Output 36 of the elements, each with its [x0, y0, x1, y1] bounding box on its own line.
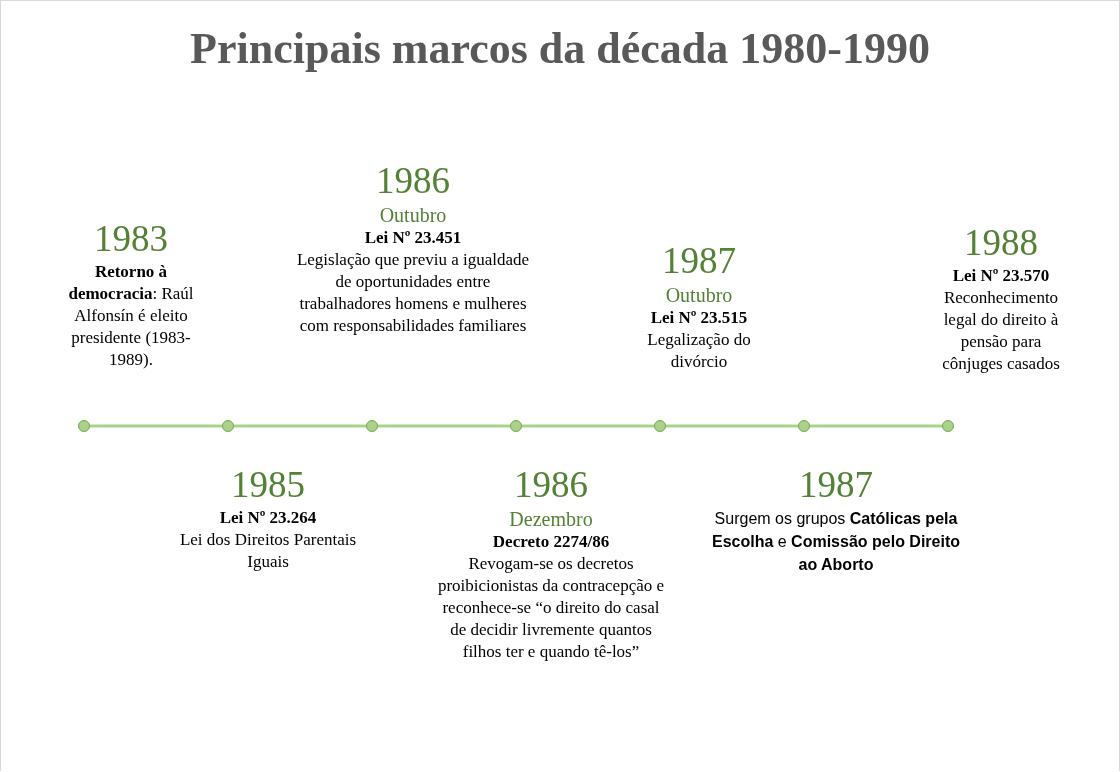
title: Principais marcos da década 1980-1990 — [189, 23, 931, 74]
event-description: Legislação que previu a igualdade de oportunidades entre trabalhadores homens e mulheres com responsabilidades familiares — [295, 249, 531, 337]
timeline-line — [810, 424, 942, 428]
year-label: 1987 — [798, 463, 874, 507]
event-description: Legalização do divórcio — [646, 329, 752, 373]
month-label: Outubro — [664, 283, 734, 307]
year-label: 1987 — [661, 239, 737, 283]
event-description: Lei dos Direitos Parentais Iguais — [178, 529, 358, 573]
timeline-dot — [366, 420, 378, 432]
timeline-line — [666, 424, 798, 428]
law-title: Lei Nº 23.264 — [218, 507, 318, 529]
timeline-dot — [942, 420, 954, 432]
law-title: Decreto 2274/86 — [491, 531, 611, 553]
month-label: Dezembro — [508, 507, 594, 531]
event-description: Reconhecimento legal do direito à pensão para cônjuges casados — [941, 287, 1061, 375]
year-label: 1983 — [93, 217, 169, 261]
timeline-line — [90, 424, 222, 428]
timeline-dot — [798, 420, 810, 432]
timeline-line — [234, 424, 366, 428]
year-label: 1986 — [513, 463, 589, 507]
timeline-line — [522, 424, 654, 428]
law-title: Lei Nº 23.515 — [649, 307, 749, 329]
timeline-dot — [654, 420, 666, 432]
law-title: Lei Nº 23.570 — [951, 265, 1051, 287]
event-description: Revogam-se os decretos proibicionistas da contracepção e reconhece-se “o direito do casal de decidir livremente quantos filhos ter e quando tê-los” — [436, 553, 666, 663]
law-title: Lei Nº 23.451 — [363, 227, 463, 249]
event-description: Retorno à democracia: Raúl Alfonsín é eleito presidente (1983-1989). — [67, 261, 195, 371]
year-label: 1986 — [375, 159, 451, 203]
timeline-dot — [510, 420, 522, 432]
month-label: Outubro — [378, 203, 448, 227]
timeline-dot — [78, 420, 90, 432]
year-label: 1985 — [230, 463, 306, 507]
event-description: Surgem os grupos Católicas pela Escolha e Comissão pelo Direito ao Aborto — [711, 509, 961, 575]
year-label: 1988 — [963, 221, 1039, 265]
timeline-line — [378, 424, 510, 428]
timeline-dot — [222, 420, 234, 432]
